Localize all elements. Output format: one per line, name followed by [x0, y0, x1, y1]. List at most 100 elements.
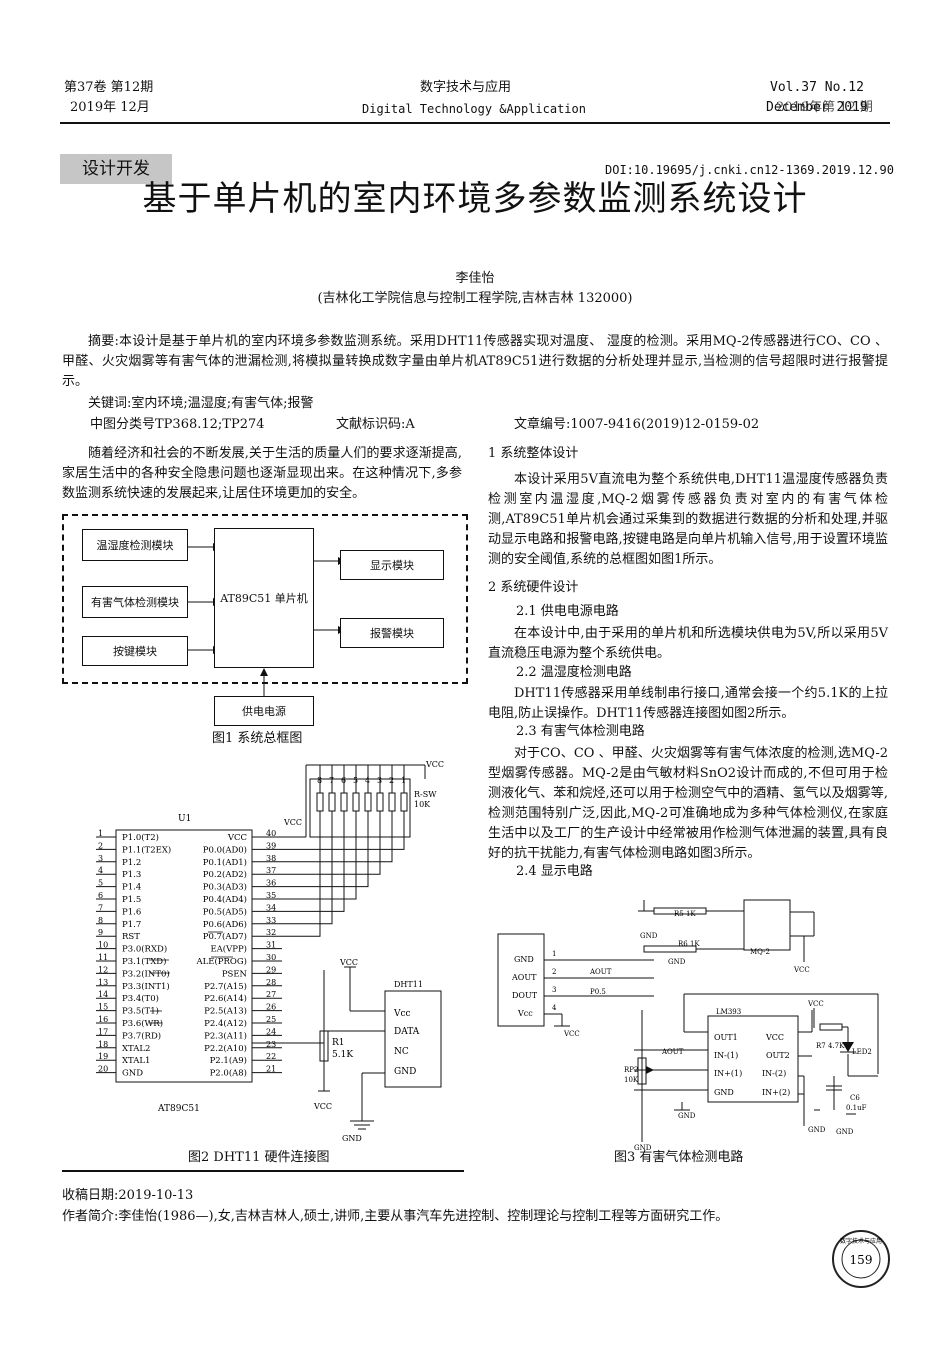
fig1-caption: 图1 系统总框图 [212, 731, 303, 746]
fig2-left-pin-num: 10 [98, 941, 108, 950]
fig2-left-pin-num: 9 [98, 928, 103, 937]
fig3-r7: R7 4.7K [816, 1042, 845, 1050]
section-2-3-heading: 2.3 有害气体检测电路 [516, 724, 645, 739]
fig2-r1-label: R1 [332, 1038, 345, 1048]
fig3-vcc-top: VCC [807, 1000, 824, 1008]
fig2-dht-pin-nc: NC [394, 1047, 409, 1057]
fig3-module-pin-gnd: GND [514, 955, 534, 964]
fig3-dout-net: P0.5 [590, 988, 606, 996]
fig3-lm-pin-in2n: IN-(2) [762, 1069, 786, 1078]
author-bio: 作者简介:李佳怡(1986—),女,吉林吉林人,硕士,讲师,主要从事汽车先进控制… [62, 1209, 729, 1224]
fig3-gnd-4: GND [634, 1144, 652, 1152]
header-vol-en: Vol.37 No.12 [770, 80, 864, 95]
fig2-left-pin-label: P1.4 [122, 883, 141, 893]
fig2-left-pin-num: 6 [98, 891, 103, 900]
section-2-2-paragraph: DHT11传感器采用单线制串行接口,通常会接一个约5.1K的上拉电阻,防止误操作… [488, 686, 888, 721]
fig2-rsw-num: 2 [389, 776, 394, 785]
fig2-right-pin-num: 37 [266, 866, 276, 875]
fig2-left-pin-num: 16 [98, 1015, 108, 1024]
fig2-right-pin-label: P2.6(A14) [204, 993, 247, 1004]
fig3-schematic: GND AOUT DOUT Vcc 1 2 3 4 AOUT P0.5 VCC … [497, 899, 879, 1152]
fig3-gnd-3: GND [678, 1112, 696, 1120]
keywords: 关键词:室内环境;温湿度;有害气体;报警 [88, 396, 314, 411]
fig2-right-pin-num: 38 [266, 854, 276, 863]
fig2-right-pin-label: EA(VPP) [210, 944, 247, 955]
section-2-1-heading: 2.1 供电电源电路 [516, 604, 619, 619]
fig2-schematic: U1 AT89C51 VCC VCC R-SW 10K VCC VCC GND … [96, 760, 444, 1143]
footnote-rule [62, 1170, 464, 1172]
fig2-rsw-value: 10K [414, 800, 431, 809]
fig2-left-pin-label: P3.5(T1) [122, 1006, 159, 1017]
fig3-c6: C6 [850, 1094, 860, 1102]
fig2-left-pin-num: 11 [98, 953, 108, 962]
fig2-left-pin-num: 12 [98, 965, 108, 974]
fig2-dht-pin-vcc: Vcc [393, 1009, 411, 1019]
fig2-right-pin-num: 34 [266, 903, 276, 912]
fig2-left-pin-label: P3.3(INT1) [122, 981, 170, 992]
fig3-module-num-1: 1 [552, 950, 556, 958]
fig2-left-pin-label: P1.6 [122, 907, 141, 917]
fig2-right-pin-label: P2.0(A8) [210, 1068, 247, 1079]
header-journal-en: Digital Technology &Application [362, 102, 586, 116]
fig2-right-pin-label: P0.6(AD6) [203, 919, 247, 930]
fig2-right-pin-num: 25 [266, 1015, 276, 1024]
fig2-right-pin-num: 28 [266, 978, 276, 987]
fig2-left-pin-label: P1.7 [122, 920, 141, 930]
fig2-left-pin-label: P1.0(T2) [122, 832, 159, 843]
doc-code: 文献标识码:A [336, 417, 415, 432]
fig2-rsw-num: 6 [341, 776, 346, 785]
page-number: 159 [850, 1253, 873, 1267]
section-1-heading: 1 系统整体设计 [488, 446, 579, 461]
fig2-rsw-num: 7 [329, 776, 334, 785]
page-title: 基于单片机的室内环境多参数监测系统设计 [142, 179, 808, 219]
fig2-left-pin-label: P1.3 [122, 870, 141, 880]
fig2-dht-title: DHT11 [394, 980, 423, 989]
classification: 中图分类号TP368.12;TP274 [90, 417, 265, 432]
fig2-left-pin-label: P3.2(INT0) [122, 968, 170, 979]
fig2-left-pin-num: 19 [98, 1052, 108, 1061]
fig2-left-pin-num: 5 [98, 879, 103, 888]
fig2-left-pin-label: XTAL2 [122, 1044, 150, 1054]
fig2-left-pin-num: 15 [98, 1003, 108, 1012]
fig2-right-pin-label: P0.4(AD4) [203, 894, 247, 905]
fig3-led: LED2 [852, 1048, 872, 1056]
fig2-vcc-top: VCC [425, 760, 444, 769]
fig3-vcc-mq: VCC [793, 966, 810, 974]
abstract: 摘要:本设计是基于单片机的室内环境多参数监测系统。采用DHT11传感器实现对温度… [62, 334, 888, 389]
fig2-right-pin-label: P0.0(AD0) [203, 844, 247, 855]
header-date-en: December 2019 [766, 100, 868, 115]
section-2-3-paragraph: 对于CO、CO 、甲醛、火灾烟雾等有害气体浓度的检测,选MQ-2型烟雾传感器。M… [488, 746, 888, 861]
fig2-left-pin-num: 8 [98, 916, 103, 925]
fig2-left-pin-num: 17 [98, 1027, 108, 1036]
journal-seal: 数字技术与应用 159 [832, 1230, 890, 1288]
fig3-gnd-5: GND [808, 1126, 826, 1134]
section-2-heading: 2 系统硬件设计 [488, 580, 579, 595]
fig2-right-pin-num: 23 [266, 1040, 276, 1049]
fig3-gnd-1: GND [640, 932, 658, 940]
author: 李佳怡 [455, 271, 495, 286]
fig2-right-pin-num: 29 [266, 965, 276, 974]
fig3-lm-pin-in2p: IN+(2) [762, 1088, 790, 1097]
fig2-right-pin-label: P0.2(AD2) [203, 869, 247, 880]
fig2-left-pin-num: 3 [98, 854, 103, 863]
section-1-paragraph: 本设计采用5V直流电为整个系统供电,DHT11温湿度传感器负责检测室内温湿度,M… [488, 472, 888, 567]
affiliation: (吉林化工学院信息与控制工程学院,吉林吉林 132000) [317, 291, 633, 306]
fig3-module-pin-dout: DOUT [512, 991, 538, 1000]
fig2-left-pin-num: 13 [98, 978, 108, 987]
fig3-lm-pin-in1n: IN-(1) [714, 1051, 738, 1060]
fig3-module-num-2: 2 [552, 968, 556, 976]
fig2-right-pin-num: 35 [266, 891, 276, 900]
fig1-key-module: 按键模块 [82, 636, 188, 666]
fig2-right-pin-num: 24 [266, 1027, 276, 1036]
fig1-mcu: AT89C51 单片机 [214, 528, 314, 668]
fig2-right-pin-label: P0.5(AD5) [203, 906, 247, 917]
fig3-lm-pin-gnd: GND [714, 1088, 734, 1097]
fig2-right-pin-label: PSEN [222, 969, 248, 979]
fig2-chip-ref: U1 [178, 814, 191, 824]
fig2-rsw-label: R-SW [414, 790, 437, 799]
fig2-right-pin-num: 39 [266, 841, 276, 850]
fig2-left-pin-num: 1 [98, 829, 103, 838]
fig3-lm-pin-out1: OUT1 [714, 1033, 738, 1042]
fig2-gnd: GND [342, 1134, 362, 1143]
fig3-lm-pin-in1p: IN+(1) [714, 1069, 742, 1078]
